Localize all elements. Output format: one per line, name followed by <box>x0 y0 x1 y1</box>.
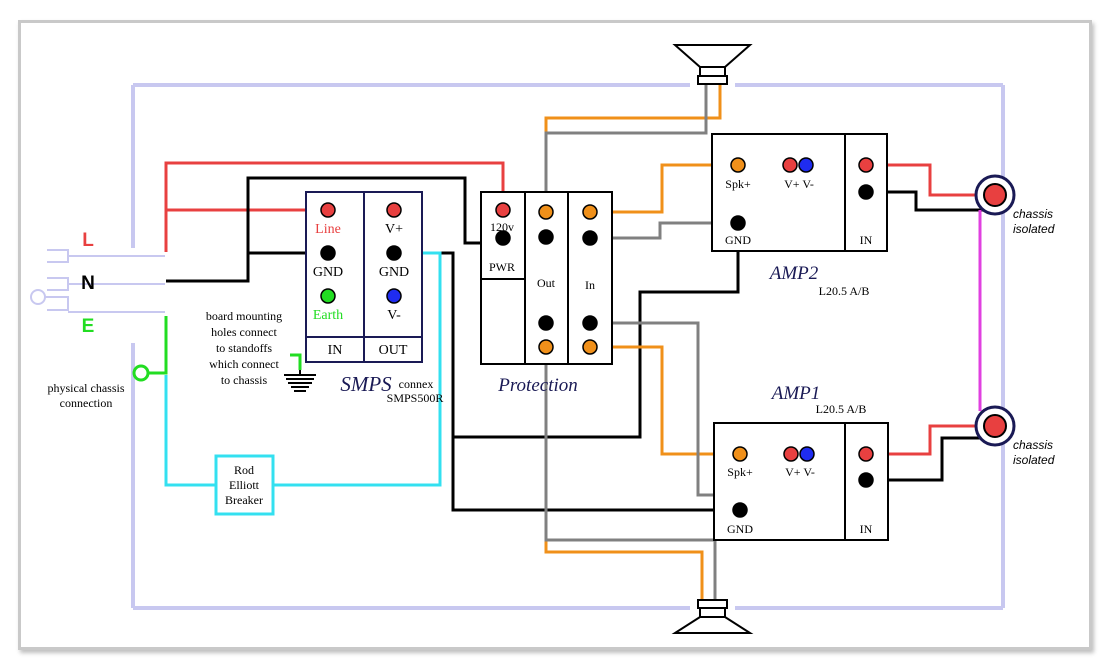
amp2-box <box>711 133 888 252</box>
mains-earth-label: E <box>82 316 95 337</box>
amp1-spk-label: Spk+ <box>727 465 753 479</box>
protection-in-orange-top <box>582 204 598 220</box>
breaker-label-2: Elliott <box>229 478 260 492</box>
smps-vplus-terminal <box>386 202 402 218</box>
amp2-model: L20.5 A/B <box>819 284 870 298</box>
smps-vminus-terminal <box>386 288 402 304</box>
protection-out-orange-bottom <box>538 339 554 355</box>
breaker-label-1: Rod <box>234 463 254 477</box>
smps-line-label: Line <box>315 222 341 237</box>
protection-out-black-bottom <box>538 315 554 331</box>
mains-plug <box>30 249 165 313</box>
amp1-in-black-terminal <box>858 472 874 488</box>
smps-gnd-in-terminal <box>320 245 336 261</box>
amp1-in-label: IN <box>860 522 873 536</box>
terminals <box>320 157 874 518</box>
smps-subtitle-2: SMPS500R <box>387 391 444 405</box>
protection-box <box>480 191 613 365</box>
smps-earth-label: Earth <box>313 308 343 323</box>
chassis-isolated-amp1-2: isolated <box>1013 453 1055 467</box>
speaker-top-icon <box>672 44 753 85</box>
board-mounting-note-3: to standoffs <box>216 341 272 355</box>
protection-in-black-top <box>582 230 598 246</box>
amp2-gnd-label: GND <box>725 233 751 247</box>
breaker-label-3: Breaker <box>225 493 263 507</box>
red-wires <box>164 161 993 456</box>
amp1-model: L20.5 A/B <box>816 402 867 416</box>
rca-jack-amp1 <box>974 405 1016 447</box>
amp2-in-red-terminal <box>858 157 874 173</box>
rca-jack-amp2 <box>974 174 1016 216</box>
chassis-connection-ring <box>132 364 150 382</box>
protection-in-black-bottom <box>582 315 598 331</box>
chassis-ground-icon <box>284 370 316 392</box>
smps-gnd-out-terminal <box>386 245 402 261</box>
amp2-vpm-label: V+ V- <box>784 177 814 191</box>
protection-pwr-terminal <box>495 230 511 246</box>
protection-out-label: Out <box>537 276 556 290</box>
smps-out-label: OUT <box>379 343 408 358</box>
amp2-spk-terminal <box>730 157 746 173</box>
smps-box <box>305 191 423 363</box>
smps-gnd-in-label: GND <box>313 265 343 280</box>
mains-line-label: L <box>82 230 94 251</box>
protection-in-orange-bottom <box>582 339 598 355</box>
amp1-in-red-terminal <box>858 446 874 462</box>
amp2-in-black-terminal <box>858 184 874 200</box>
chassis-outline <box>131 83 1005 610</box>
smps-gnd-out-label: GND <box>379 265 409 280</box>
smps-line-terminal <box>320 202 336 218</box>
board-mounting-note-5: to chassis <box>221 373 268 387</box>
amp1-vplus-terminal <box>783 446 799 462</box>
green-wires <box>144 316 302 375</box>
amp1-vpm-label: V+ V- <box>785 465 815 479</box>
board-mounting-note-2: holes connect <box>211 325 277 339</box>
speaker-bottom-icon <box>671 599 754 634</box>
physical-chassis-label-1: physical chassis <box>48 381 125 395</box>
amp1-gnd-label: GND <box>727 522 753 536</box>
protection-pwr-label: PWR <box>489 260 515 274</box>
physical-chassis-label-2: connection <box>60 396 113 410</box>
protection-120v-terminal <box>495 202 511 218</box>
smps-vplus-label: V+ <box>385 222 403 237</box>
protection-in-label: In <box>585 278 595 292</box>
smps-vminus-label: V- <box>387 308 401 323</box>
board-mounting-note-4: which connect <box>209 357 279 371</box>
amp1-spk-terminal <box>732 446 748 462</box>
amp2-vminus-terminal <box>798 157 814 173</box>
smps-in-label: IN <box>328 343 343 358</box>
amp1-vminus-terminal <box>799 446 815 462</box>
board-mounting-note-1: board mounting <box>206 309 282 323</box>
chassis-isolated-amp2-1: chassis <box>1013 207 1053 221</box>
chassis-isolated-amp2-2: isolated <box>1013 222 1055 236</box>
amp1-title: AMP1 <box>770 383 821 404</box>
amp2-title: AMP2 <box>768 263 819 284</box>
amp1-gnd-terminal <box>732 502 748 518</box>
amp2-spk-label: Spk+ <box>725 177 751 191</box>
smps-earth-terminal <box>320 288 336 304</box>
protection-title: Protection <box>497 375 578 396</box>
amp2-vplus-terminal <box>782 157 798 173</box>
mains-neutral-label: N <box>81 273 95 294</box>
smps-title: SMPS <box>340 372 392 396</box>
amp2-gnd-terminal <box>730 215 746 231</box>
protection-out-orange-top <box>538 204 554 220</box>
breaker-box <box>214 454 275 516</box>
smps-subtitle-1: connex <box>399 377 434 391</box>
protection-out-black-top <box>538 229 554 245</box>
chassis-isolated-amp1-1: chassis <box>1013 438 1053 452</box>
protection-120v-label: 120v <box>490 220 514 234</box>
amp2-in-label: IN <box>860 233 873 247</box>
